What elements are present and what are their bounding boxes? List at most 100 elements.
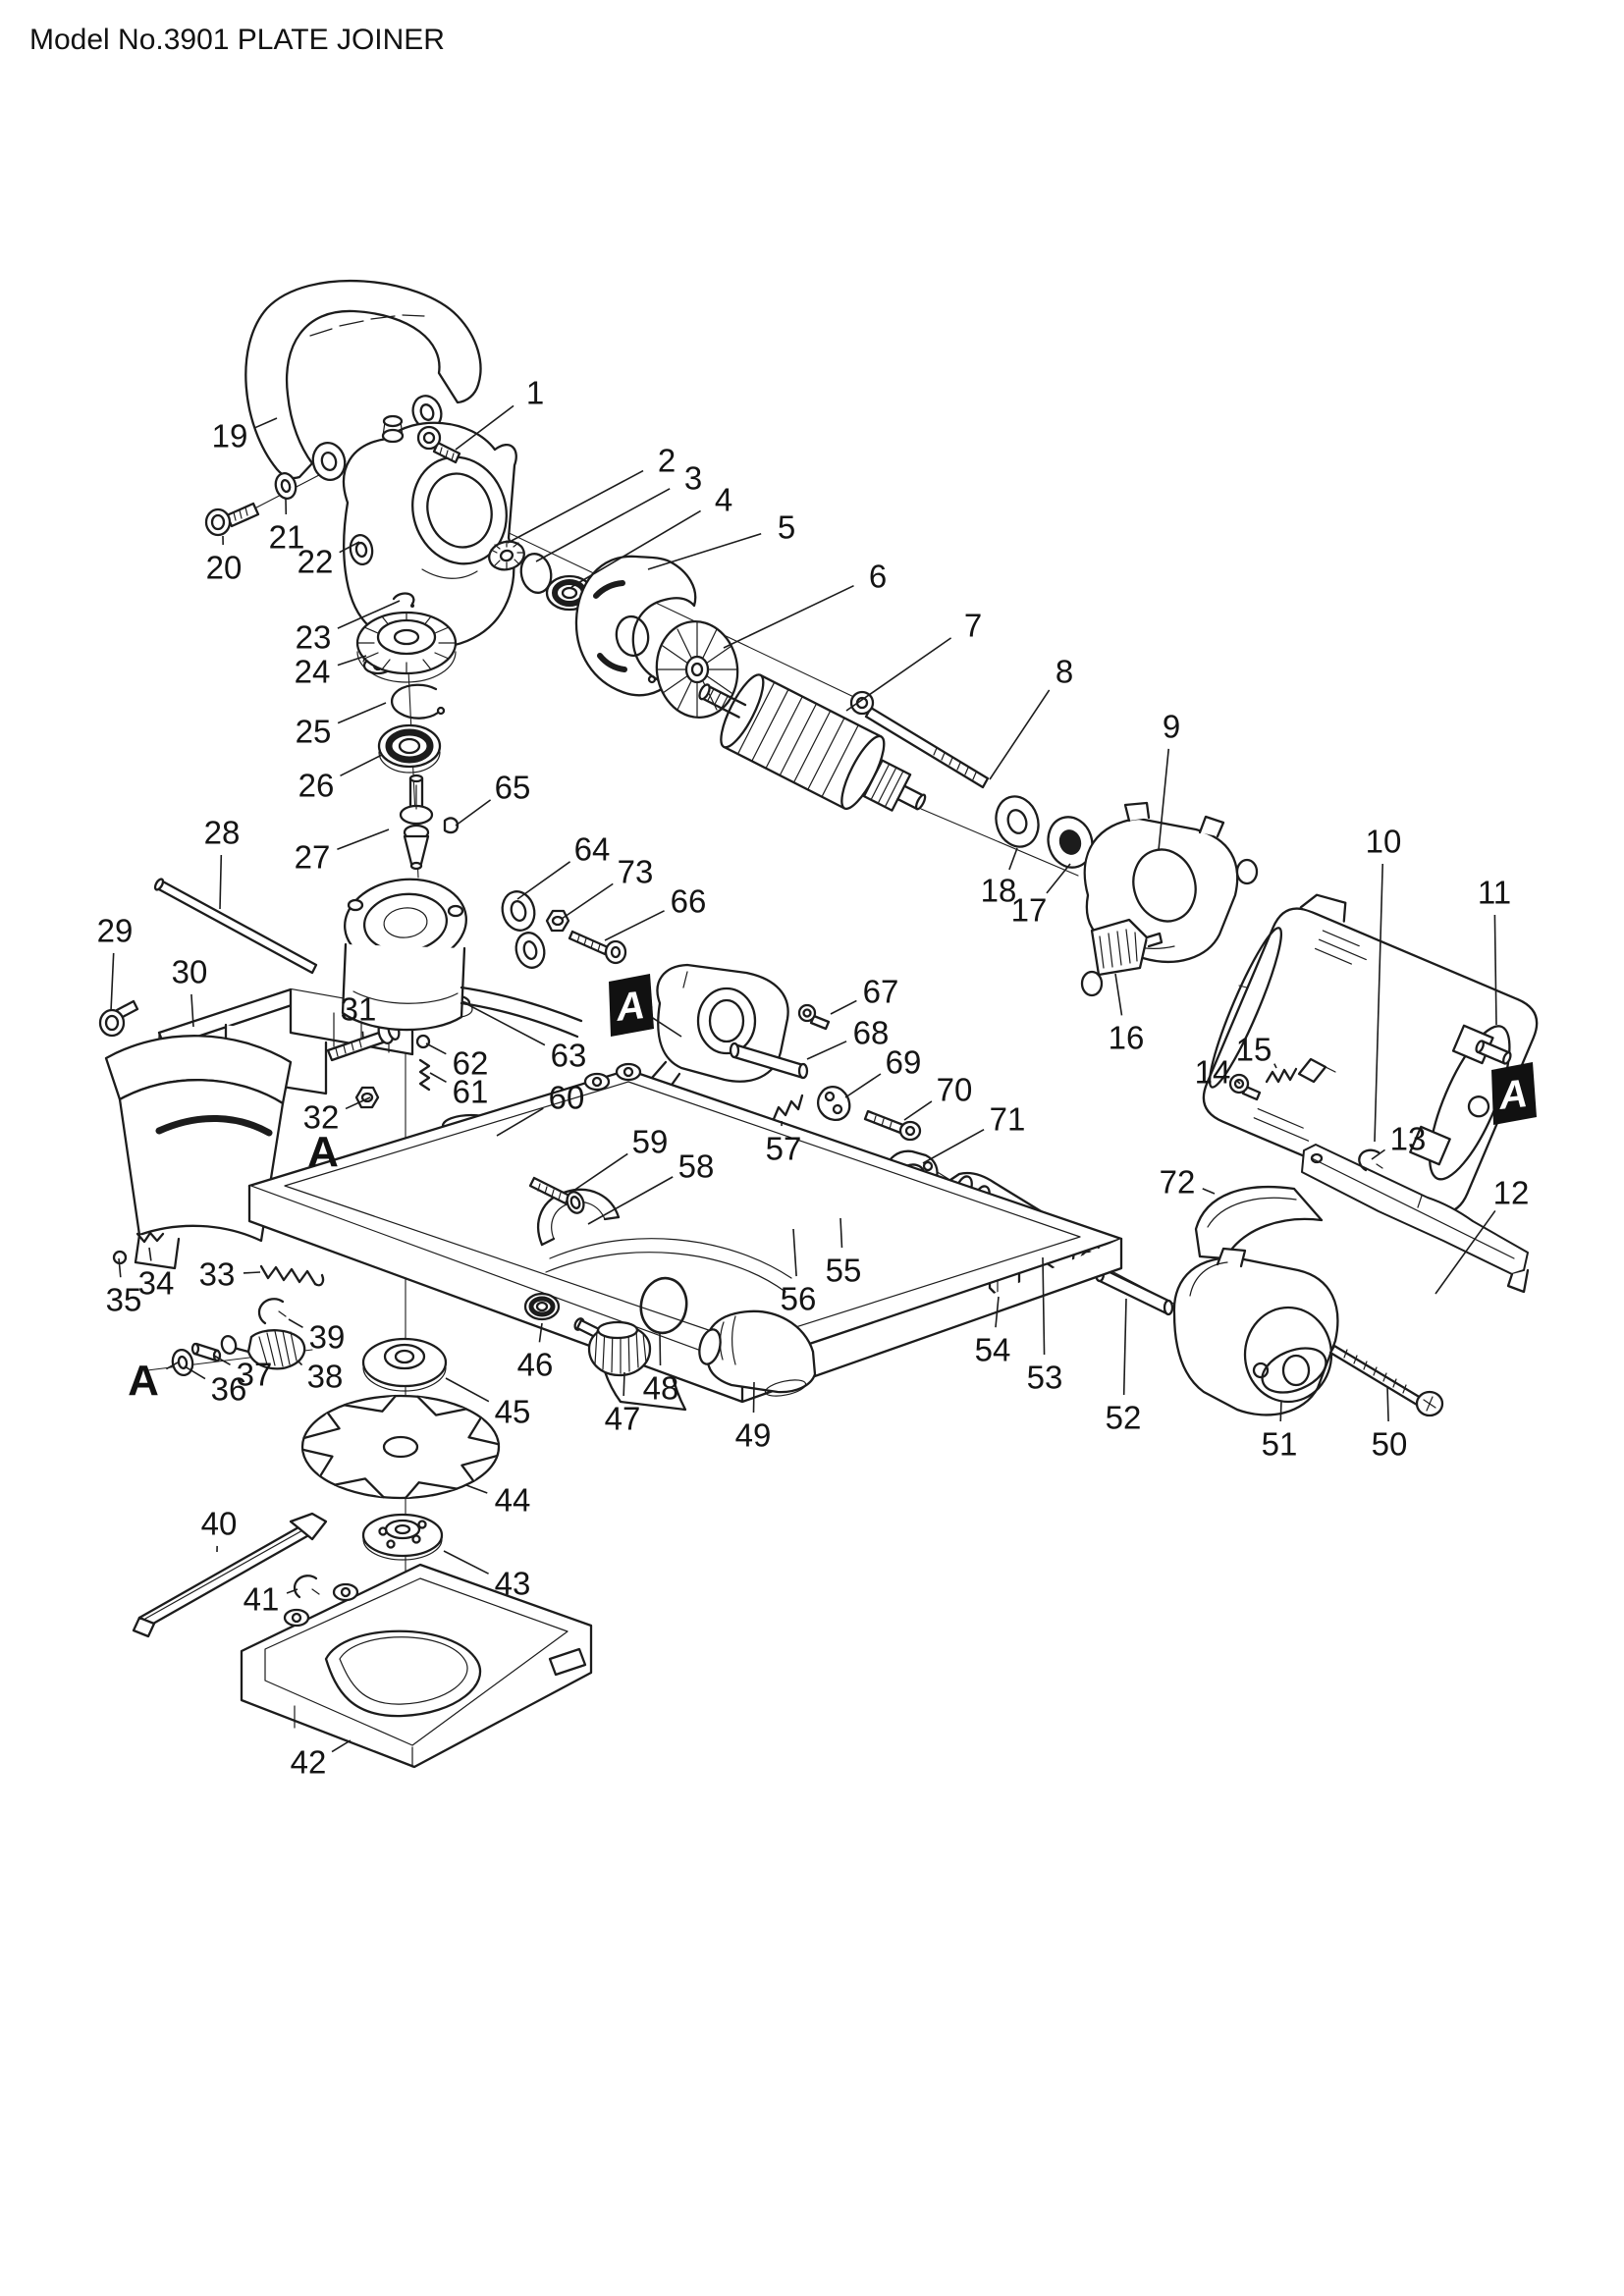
callout-61: 61 <box>429 1072 488 1110</box>
part-number-label: 1 <box>526 375 544 411</box>
part-58-saddle <box>537 1188 621 1247</box>
callout-70: 70 <box>903 1072 973 1121</box>
callout-52: 52 <box>1106 1298 1141 1436</box>
callout-32: 32 <box>303 1096 371 1136</box>
part-number-label: 59 <box>632 1124 669 1160</box>
callout-39: 39 <box>288 1318 345 1356</box>
part-50-long-screw <box>1328 1344 1444 1417</box>
part-34-spring <box>135 1231 165 1244</box>
assembly-marker-letter: A <box>613 984 646 1030</box>
leader-line <box>443 1550 489 1575</box>
part-number-label: 11 <box>1478 875 1511 911</box>
callout-17: 17 <box>1011 863 1071 929</box>
part-number-label: 62 <box>453 1045 489 1082</box>
callout-53: 53 <box>1027 1256 1062 1396</box>
part-number-label: 34 <box>138 1265 175 1302</box>
callout-56: 56 <box>781 1228 816 1317</box>
leader-line <box>110 952 115 1012</box>
callout-23: 23 <box>296 600 401 656</box>
callout-25: 25 <box>296 702 387 750</box>
callout-10: 10 <box>1366 824 1402 1143</box>
leader-line <box>570 509 701 588</box>
leader-line <box>723 584 854 649</box>
part-number-label: 10 <box>1366 824 1402 860</box>
part-number-label: 15 <box>1236 1032 1272 1068</box>
callout-49: 49 <box>735 1381 771 1454</box>
leader-line <box>1371 1148 1385 1160</box>
part-number-label: 13 <box>1390 1121 1427 1157</box>
callout-7: 7 <box>845 608 982 712</box>
callout-68: 68 <box>806 1015 889 1060</box>
part-number-label: 21 <box>269 519 305 556</box>
leader-line <box>429 1072 447 1084</box>
part-number-label: 41 <box>244 1581 280 1618</box>
part-32-nut <box>354 1086 380 1109</box>
part-21-washer <box>274 472 298 500</box>
part-8-through-bolt <box>849 690 990 789</box>
part-number-label: 42 <box>291 1744 327 1781</box>
part-25-snap-ring <box>390 683 446 720</box>
leader-line <box>184 1365 206 1380</box>
part-48-o-ring <box>639 1276 688 1335</box>
leader-line <box>752 1381 755 1414</box>
part-18-flat-washer <box>995 795 1040 848</box>
callout-36: 36 <box>184 1365 246 1408</box>
part-number-label: 32 <box>303 1099 340 1136</box>
part-number-label: 8 <box>1056 654 1073 690</box>
part-number-label: 66 <box>671 883 707 920</box>
callout-41: 41 <box>244 1581 298 1618</box>
part-angle-guide-left <box>104 1035 293 1270</box>
part-24-bevel-gear <box>355 611 458 683</box>
leader-line <box>1236 1080 1241 1085</box>
callout-57: 57 <box>766 1120 801 1167</box>
leader-line <box>507 469 644 544</box>
leader-line <box>253 417 278 429</box>
callout-60: 60 <box>496 1080 584 1137</box>
leader-line <box>337 828 390 850</box>
callout-62: 62 <box>425 1042 489 1082</box>
callout-44: 44 <box>465 1482 530 1519</box>
leader-line <box>587 1176 674 1225</box>
part-3-o-ring <box>519 553 553 594</box>
part-12-guide-bar <box>1301 1144 1530 1294</box>
leader-line <box>1273 1063 1277 1069</box>
part-number-label: 70 <box>937 1072 973 1108</box>
leader-line <box>989 689 1051 780</box>
part-number-label: 16 <box>1109 1020 1145 1056</box>
leader-line <box>190 993 194 1028</box>
leader-line <box>844 1073 882 1098</box>
part-16-lock-lever <box>1090 918 1164 977</box>
part-number-label: 40 <box>201 1506 238 1542</box>
part-68-pipe <box>729 1041 809 1080</box>
leader-line <box>806 1041 847 1060</box>
callout-47: 47 <box>605 1371 640 1437</box>
part-number-label: 26 <box>298 768 335 804</box>
diagram-artwork <box>98 279 1539 1769</box>
part-7-armature <box>698 673 927 812</box>
callout-30: 30 <box>172 954 207 1028</box>
leader-line <box>345 1096 371 1110</box>
part-number-label: 72 <box>1160 1164 1196 1201</box>
part-number-label: 17 <box>1011 892 1048 929</box>
callout-13: 13 <box>1371 1121 1427 1160</box>
leader-line <box>1386 1385 1389 1422</box>
part-number-label: 24 <box>295 654 331 690</box>
leader-line <box>1042 1256 1046 1356</box>
callout-59: 59 <box>572 1124 669 1192</box>
leader-line <box>561 882 614 920</box>
part-43-inner-flange <box>361 1513 444 1561</box>
callout-31: 31 <box>341 991 376 1040</box>
part-73-nut <box>545 909 570 933</box>
leader-line <box>460 1000 546 1046</box>
part-number-label: 25 <box>296 714 332 750</box>
leader-line <box>337 702 387 724</box>
assembly-marker-box <box>609 974 654 1037</box>
marker-boxed-4: A <box>1491 1062 1537 1125</box>
callout-2: 2 <box>507 443 676 544</box>
part-number-label: 64 <box>574 831 611 868</box>
part-number-label: 54 <box>975 1332 1011 1368</box>
callout-43: 43 <box>443 1550 530 1602</box>
callout-55: 55 <box>826 1217 861 1289</box>
leader-line <box>455 404 514 451</box>
